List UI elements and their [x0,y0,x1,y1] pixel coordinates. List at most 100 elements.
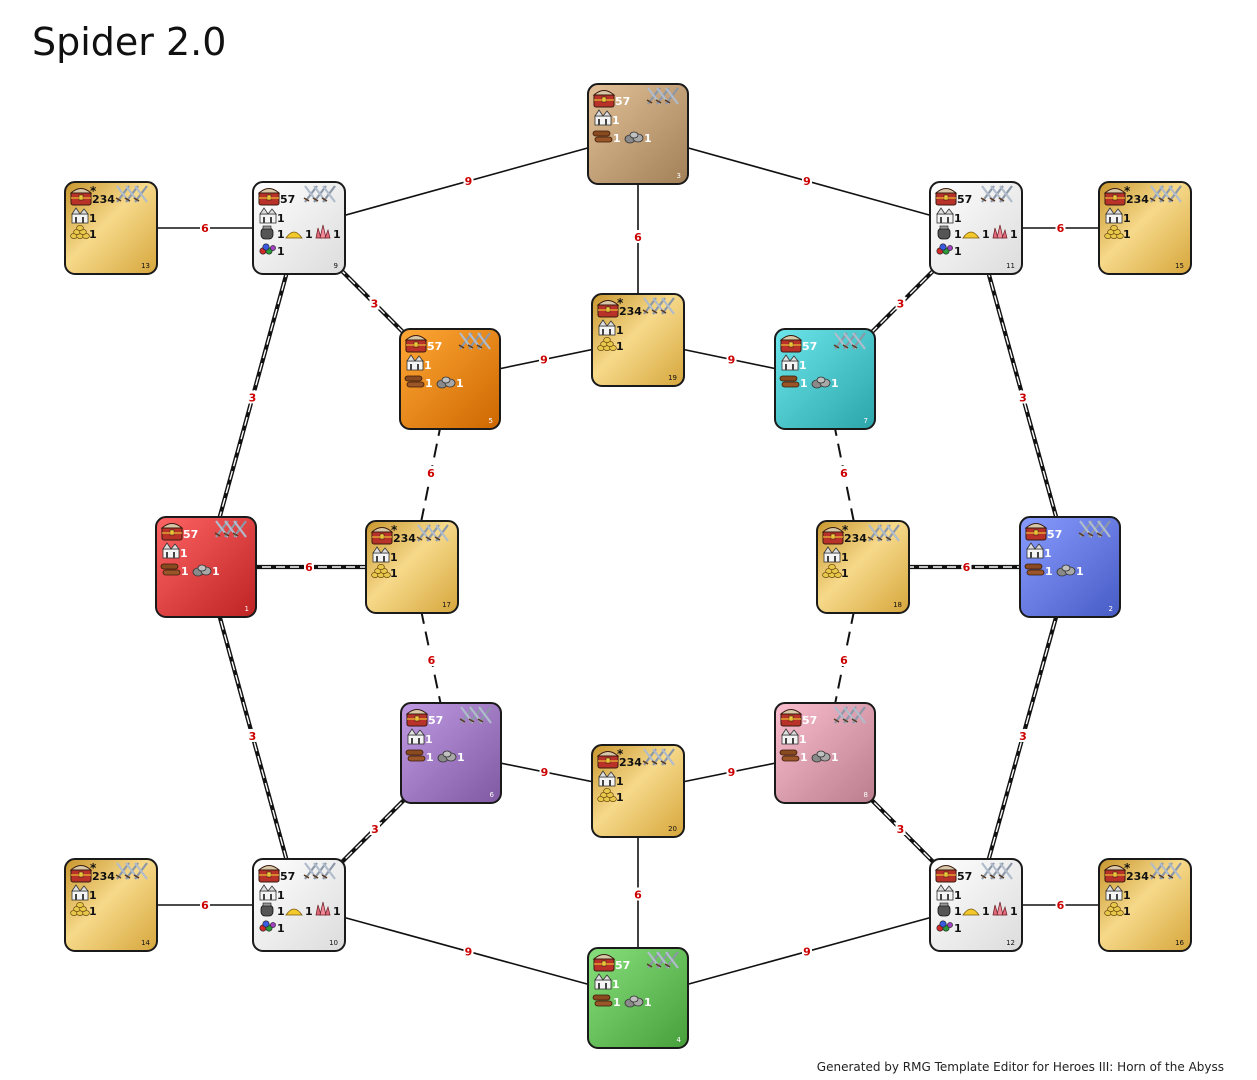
town-icon [781,728,799,745]
gems-count: 1 [954,245,962,258]
svg-text:6: 6 [634,889,642,902]
svg-text:3: 3 [249,392,257,405]
treasure-value: 57 [957,193,972,206]
svg-text:9: 9 [465,946,473,959]
ore-icon [811,750,831,763]
wood-count: 1 [426,751,434,764]
monster-swords-icon [642,748,675,766]
zone-number: 2 [1109,605,1113,613]
town-count: 1 [425,733,433,746]
connection-label: 6 [426,653,437,667]
treasure-value: 234 [619,756,642,769]
mercury-count: 1 [954,228,962,241]
town-count: 1 [1123,212,1131,225]
treasure-value: 57 [280,193,295,206]
zone-number: 3 [677,172,681,180]
treasure-chest-icon [404,335,428,353]
gold-icon [70,902,90,916]
treasure-value: 57 [957,870,972,883]
treasure-chest-icon [596,751,620,769]
town-icon [406,354,424,371]
town-icon [259,884,277,901]
zone-number: 1 [245,605,249,613]
monster-swords-icon [115,862,148,880]
sulfur-count: 1 [305,905,313,918]
town-count: 1 [954,889,962,902]
svg-text:6: 6 [840,654,848,667]
treasure-value: 57 [427,340,442,353]
treasure-value: 234 [619,305,642,318]
zone-number: 6 [490,791,495,799]
town-icon [936,884,954,901]
sulfur-icon [285,908,303,916]
ore-icon [624,995,644,1008]
treasure-value: 57 [802,714,817,727]
connection-label: 3 [247,729,258,743]
treasure-value: 234 [92,870,115,883]
town-count: 1 [612,114,620,127]
sulfur-icon [285,231,303,239]
wood-icon [404,375,425,388]
svg-text:9: 9 [540,354,548,367]
treasure-chest-icon [592,90,616,108]
connection-label: 6 [633,887,643,902]
mercury-count: 1 [277,228,285,241]
treasure-value: 57 [1047,528,1062,541]
town-icon [71,207,89,224]
sulfur-icon [962,908,980,916]
gold-count: 1 [841,567,849,580]
monster-swords-icon [1149,862,1182,880]
ore-count: 1 [1076,565,1084,578]
zone-number: 16 [1175,939,1184,947]
zone-number: 15 [1175,262,1184,270]
wood-count: 1 [1045,565,1053,578]
zone-number: 8 [864,791,868,799]
treasure-chest-icon [1103,188,1127,206]
crystal-icon [992,901,1008,916]
connection-label: 3 [247,390,258,405]
town-count: 1 [277,889,285,902]
treasure-star: * [617,747,624,761]
zone-number: 11 [1006,262,1015,270]
treasure-chest-icon [405,709,429,727]
town-icon [823,546,841,563]
treasure-chest-icon [1024,523,1048,541]
gold-count: 1 [616,791,624,804]
treasure-star: * [1124,184,1131,198]
svg-text:3: 3 [1019,392,1027,405]
connection-label: 9 [802,944,812,959]
gold-icon [597,788,617,802]
town-count: 1 [1123,889,1131,902]
treasure-value: 57 [615,959,630,972]
monster-swords-icon [459,706,492,724]
mercury-icon [260,902,274,917]
svg-text:3: 3 [1019,730,1027,743]
ore-icon [624,131,644,144]
connection-label: 9 [463,174,474,188]
svg-text:6: 6 [1057,222,1065,235]
treasure-chest-icon [934,188,958,206]
treasure-star: * [842,523,849,537]
zone-number: 4 [677,1036,682,1044]
treasure-value: 57 [428,714,443,727]
